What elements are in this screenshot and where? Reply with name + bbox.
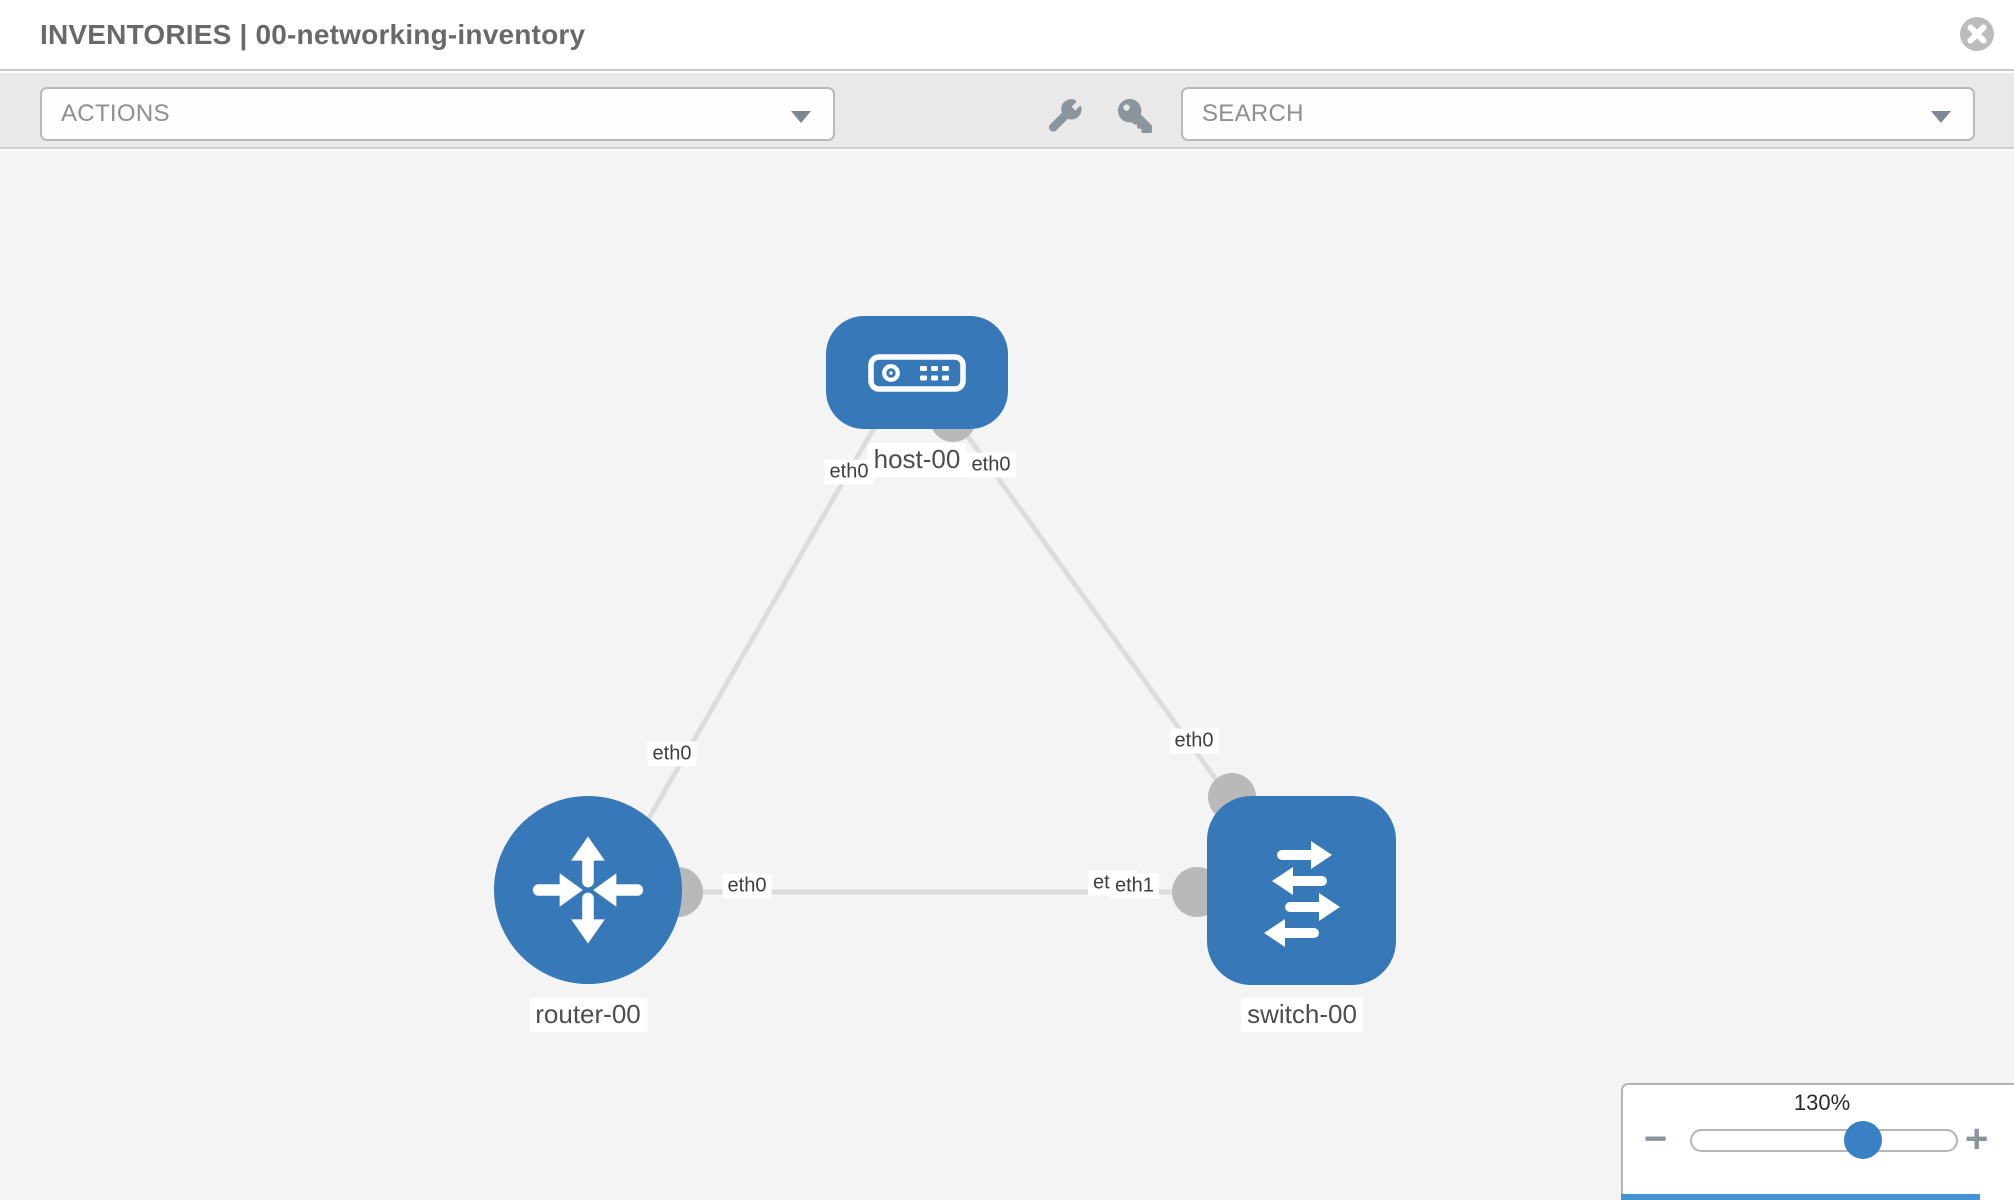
node-label-router: router-00 [529, 998, 647, 1032]
search-box[interactable]: SEARCH [1181, 87, 1975, 141]
iface-label-host-to-switch: eth0 [966, 452, 1016, 478]
actions-dropdown-label: ACTIONS [61, 100, 170, 127]
topology-links-layer [588, 396, 1290, 917]
node-label-switch: switch-00 [1241, 998, 1363, 1032]
switch-arrows-icon [1263, 840, 1340, 947]
bottom-accent-strip [1621, 1194, 1980, 1200]
server-icon [868, 353, 966, 392]
iface-label-router-to-switch: eth0 [722, 873, 772, 899]
toolbar: ACTIONS SEARCH [0, 73, 2014, 149]
wrench-icon [1049, 99, 1083, 132]
zoom-out-button[interactable]: − [1644, 1117, 1668, 1161]
chevron-down-icon [1931, 111, 1951, 123]
close-icon [1960, 17, 1994, 51]
key-button[interactable] [1113, 94, 1157, 138]
node-label-host: host-00 [867, 443, 967, 477]
iface-label-router-to-host: eth0 [647, 741, 697, 767]
header-bar: INVENTORIES | 00-networking-inventory [0, 0, 2014, 71]
zoom-in-button[interactable]: + [1965, 1117, 1989, 1161]
chevron-down-icon [791, 111, 811, 123]
actions-dropdown[interactable]: ACTIONS [40, 87, 835, 141]
zoom-slider-track[interactable] [1690, 1129, 1958, 1152]
key-icon [1118, 99, 1152, 133]
node-router[interactable] [494, 796, 682, 984]
router-arrows-icon [532, 836, 644, 944]
node-switch[interactable] [1207, 796, 1396, 985]
link-host-switch[interactable] [945, 407, 1265, 845]
iface-label-switch-to-host: eth0 [1169, 728, 1219, 754]
node-host[interactable] [826, 316, 1008, 429]
iface-label-switch-to-router: eth1 [1110, 873, 1159, 899]
search-placeholder: SEARCH [1202, 100, 1304, 127]
iface-label-host-to-router: eth0 [824, 459, 874, 485]
page-title: INVENTORIES | 00-networking-inventory [40, 19, 586, 50]
topology-canvas[interactable]: host-00 router-00 switch-00 eth0 eth0 et… [0, 151, 2014, 1200]
zoom-slider-thumb[interactable] [1844, 1121, 1882, 1159]
zoom-level: 130% [1793, 1090, 1851, 1115]
close-button[interactable] [1959, 16, 1995, 52]
configure-button[interactable] [1044, 94, 1088, 138]
